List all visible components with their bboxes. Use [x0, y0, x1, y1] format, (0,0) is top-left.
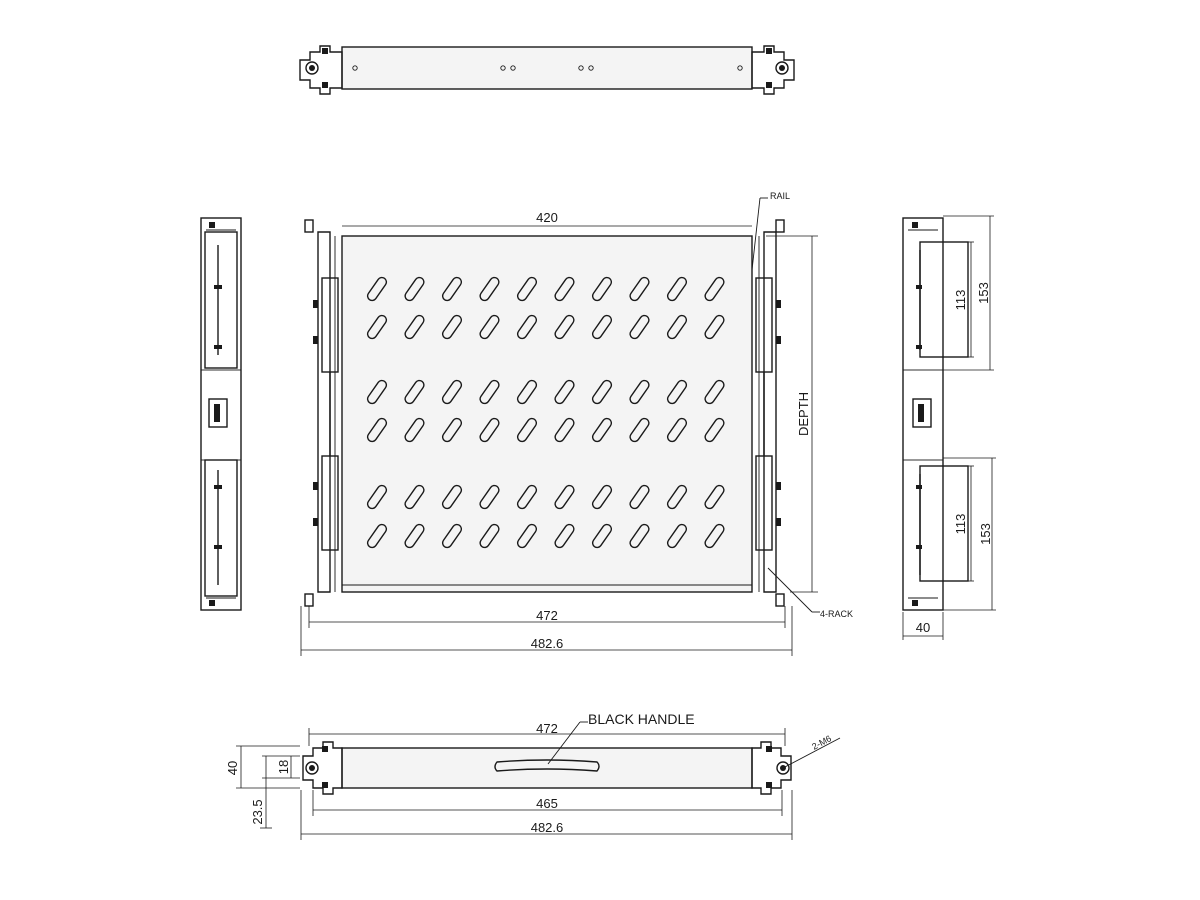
dim-113-bottom: 113	[953, 514, 968, 535]
vent-slot	[441, 417, 463, 443]
label-2-m6: 2-M6	[810, 733, 833, 751]
vent-slot	[704, 523, 725, 549]
label-4-rack: 4-RACK	[820, 609, 853, 619]
vent-slot	[554, 484, 575, 510]
dim-153-top: 153	[976, 282, 991, 304]
vent-slot	[591, 484, 613, 510]
vent-slot	[516, 417, 538, 443]
vent-slot	[591, 276, 613, 302]
vent-slot	[516, 276, 538, 302]
vent-slot	[629, 523, 650, 549]
vent-slot	[554, 379, 575, 405]
vent-slot	[366, 276, 388, 302]
left-side-view	[200, 217, 242, 611]
vent-slot	[554, 417, 575, 443]
bottom-view-shelf-body	[341, 747, 753, 789]
top-view-right-screw-icon	[775, 61, 789, 75]
vent-slot	[666, 484, 688, 510]
vent-slot	[516, 379, 538, 405]
dim-bottom-23-5: 23.5	[250, 799, 265, 824]
vent-slot	[666, 523, 688, 549]
vent-slot	[554, 276, 575, 302]
vent-slot	[366, 523, 388, 549]
dim-153-bottom: 153	[978, 523, 993, 545]
vent-slot	[366, 379, 388, 405]
vent-slot	[479, 379, 500, 405]
dim-bottom-40: 40	[225, 761, 240, 775]
right-side-view: 153 113 153 113 40	[902, 215, 996, 640]
dim-472-front: 472	[536, 608, 558, 623]
vent-slot	[591, 417, 613, 443]
vent-slot	[704, 484, 725, 510]
vent-slot	[666, 417, 688, 443]
vent-slot	[629, 417, 650, 443]
dim-472-bottom: 472	[536, 721, 558, 736]
ventilation-slots	[366, 276, 725, 549]
vent-slot	[629, 484, 650, 510]
shelf-tray	[341, 235, 753, 593]
black-handle	[494, 759, 600, 772]
vent-slot	[516, 523, 538, 549]
dim-482-6-front: 482.6	[531, 636, 564, 651]
label-black-handle: BLACK HANDLE	[588, 711, 695, 727]
vent-slot	[591, 314, 613, 340]
vent-slot	[629, 379, 650, 405]
top-view	[299, 45, 795, 95]
vent-slot	[704, 417, 725, 443]
vent-slot	[629, 314, 650, 340]
vent-slot	[404, 484, 425, 510]
vent-slot	[404, 314, 425, 340]
vent-slot	[666, 314, 688, 340]
top-view-right-bracket	[751, 45, 795, 95]
dim-420: 420	[536, 210, 558, 225]
vent-slot	[404, 523, 425, 549]
vent-slot	[441, 523, 463, 549]
front-view: 420 DEPTH RAIL 4-RACK 472 482.6	[300, 191, 853, 656]
vent-slot	[516, 314, 538, 340]
label-rail: RAIL	[770, 191, 790, 201]
bottom-view-right-screw-icon	[776, 761, 790, 775]
dim-side-40: 40	[916, 620, 930, 635]
bottom-view-right-bracket	[751, 741, 792, 795]
top-view-left-bracket	[299, 45, 343, 95]
vent-slot	[441, 379, 463, 405]
vent-slot	[666, 379, 688, 405]
vent-slot	[666, 276, 688, 302]
bottom-view: BLACK HANDLE 2-M6 472 465 482.6 40 18 23…	[225, 711, 841, 840]
vent-slot	[479, 314, 500, 340]
vent-slot	[704, 276, 725, 302]
vent-slot	[366, 484, 388, 510]
vent-slot	[441, 484, 463, 510]
dim-depth: DEPTH	[796, 392, 811, 436]
vent-slot	[366, 314, 388, 340]
vent-slot	[404, 379, 425, 405]
dim-465: 465	[536, 796, 558, 811]
vent-slot	[704, 379, 725, 405]
dim-bottom-18: 18	[276, 760, 291, 774]
vent-slot	[516, 484, 538, 510]
vent-slot	[441, 314, 463, 340]
vent-slot	[404, 276, 425, 302]
bottom-view-left-bracket	[302, 741, 343, 795]
vent-slot	[479, 484, 500, 510]
bottom-view-left-screw-icon	[305, 761, 319, 775]
dim-482-6-bottom: 482.6	[531, 820, 564, 835]
vent-slot	[479, 523, 500, 549]
vent-slot	[479, 417, 500, 443]
vent-slot	[591, 379, 613, 405]
vent-slot	[479, 276, 500, 302]
vent-slot	[366, 417, 388, 443]
vent-slot	[629, 276, 650, 302]
vent-slot	[591, 523, 613, 549]
vent-slot	[704, 314, 725, 340]
dim-113-top: 113	[953, 290, 968, 311]
top-view-shelf-body	[341, 46, 753, 90]
vent-slot	[441, 276, 463, 302]
vent-slot	[554, 523, 575, 549]
top-view-left-screw-icon	[305, 61, 319, 75]
vent-slot	[554, 314, 575, 340]
vent-slot	[404, 417, 425, 443]
